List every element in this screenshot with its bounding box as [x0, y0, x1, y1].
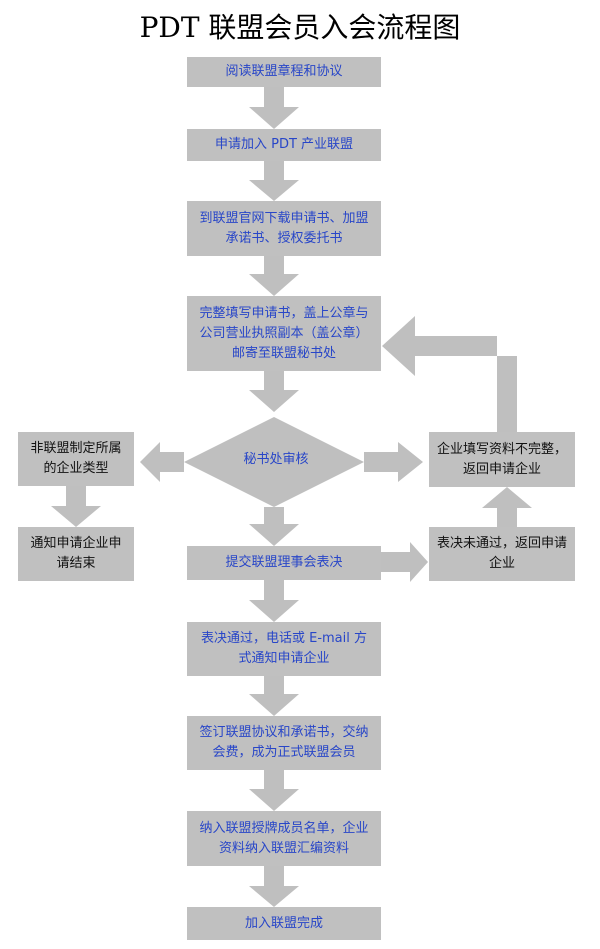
step-vote-passed-notify-text: 表决通过，电话或 E-mail 方式通知申请企业 [200, 631, 368, 666]
arrow-down-3 [249, 256, 299, 296]
arrow-down-9 [249, 866, 299, 907]
step-fill-and-mail: 完整填写申请书，盖上公章与公司营业执照副本（盖公章）邮寄至联盟秘书处 [187, 296, 381, 371]
side-notify-end-text: 通知申请企业申请结束 [30, 536, 122, 571]
side-non-member-type-text: 非联盟制定所属的企业类型 [30, 441, 122, 476]
arrow-down-5 [249, 507, 299, 546]
arrow-down-7 [249, 676, 299, 716]
step-fill-and-mail-text: 完整填写申请书，盖上公章与公司营业执照副本（盖公章）邮寄至联盟秘书处 [199, 305, 369, 361]
arrow-right-vote-fail [381, 542, 428, 582]
arrow-loop-back [382, 316, 517, 432]
step-join-complete-text: 加入联盟完成 [244, 915, 323, 931]
step-join-complete: 加入联盟完成 [187, 907, 381, 940]
step-vote-passed-notify: 表决通过，电话或 E-mail 方式通知申请企业 [187, 622, 381, 676]
arrow-left-reject [140, 442, 184, 482]
step-sign-and-pay-text: 签订联盟协议和承诺书，交纳会费，成为正式联盟会员 [199, 725, 369, 760]
arrow-up-right [482, 487, 532, 527]
side-incomplete-return-text: 企业填写资料不完整，返回申请企业 [437, 441, 568, 477]
step-member-list-text: 纳入联盟授牌成员名单，企业资料纳入联盟汇编资料 [199, 820, 369, 856]
side-vote-failed-return-text: 表决未通过，返回申请企业 [437, 536, 568, 571]
step-council-vote: 提交联盟理事会表决 [187, 546, 381, 580]
step-read-charter-text: 阅读联盟章程和协议 [225, 64, 343, 79]
side-notify-end: 通知申请企业申请结束 [18, 527, 134, 581]
arrow-down-1 [249, 86, 299, 129]
decision-review-label: 秘书处审核 [243, 452, 309, 467]
side-non-member-type: 非联盟制定所属的企业类型 [18, 432, 134, 486]
step-download-forms-text: 到联盟官网下载申请书、加盟承诺书、授权委托书 [199, 210, 369, 246]
arrow-right-incomplete [364, 442, 423, 482]
decision-diamond [184, 417, 364, 507]
arrow-down-4 [249, 371, 299, 412]
step-council-vote-text: 提交联盟理事会表决 [225, 555, 343, 570]
step-download-forms: 到联盟官网下载申请书、加盟承诺书、授权委托书 [187, 201, 381, 256]
step-read-charter: 阅读联盟章程和协议 [187, 57, 381, 87]
side-incomplete-return: 企业填写资料不完整，返回申请企业 [429, 432, 575, 487]
step-apply-join: 申请加入 PDT 产业联盟 [187, 129, 381, 161]
step-apply-join-text: 申请加入 PDT 产业联盟 [214, 137, 354, 152]
side-vote-failed-return: 表决未通过，返回申请企业 [429, 527, 575, 581]
step-member-list: 纳入联盟授牌成员名单，企业资料纳入联盟汇编资料 [187, 811, 381, 866]
step-sign-and-pay: 签订联盟协议和承诺书，交纳会费，成为正式联盟会员 [187, 716, 381, 770]
arrow-down-left [51, 486, 101, 527]
page-title: PDT 联盟会员入会流程图 [139, 11, 461, 44]
arrow-down-8 [249, 770, 299, 811]
arrow-down-2 [249, 161, 299, 201]
arrow-down-6 [249, 580, 299, 622]
